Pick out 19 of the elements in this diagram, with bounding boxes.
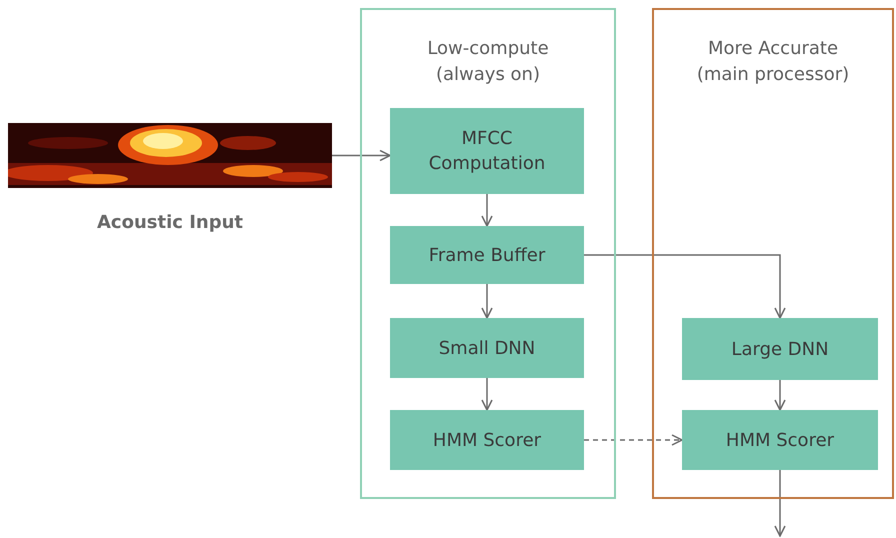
group-title: More Accurate (main processor): [696, 37, 850, 87]
process-box: HMM Scorer: [682, 410, 878, 470]
arrow: [774, 380, 786, 411]
group-panel: [360, 8, 616, 499]
arrow: [481, 378, 493, 411]
node-label: Acoustic Input: [96, 212, 244, 233]
process-box: Small DNN: [390, 318, 584, 378]
process-box: HMM Scorer: [390, 410, 584, 470]
group-panel: [652, 8, 894, 499]
process-box: MFCC Computation: [390, 108, 584, 194]
arrow: [584, 434, 683, 446]
group-title: Low-compute (always on): [426, 37, 550, 87]
process-box: Frame Buffer: [390, 226, 584, 284]
arrow: [584, 254, 786, 319]
arrow: [481, 284, 493, 319]
arrow: [332, 150, 391, 162]
process-box: Large DNN: [682, 318, 878, 380]
arrow: [481, 194, 493, 227]
arrow: [774, 470, 786, 537]
